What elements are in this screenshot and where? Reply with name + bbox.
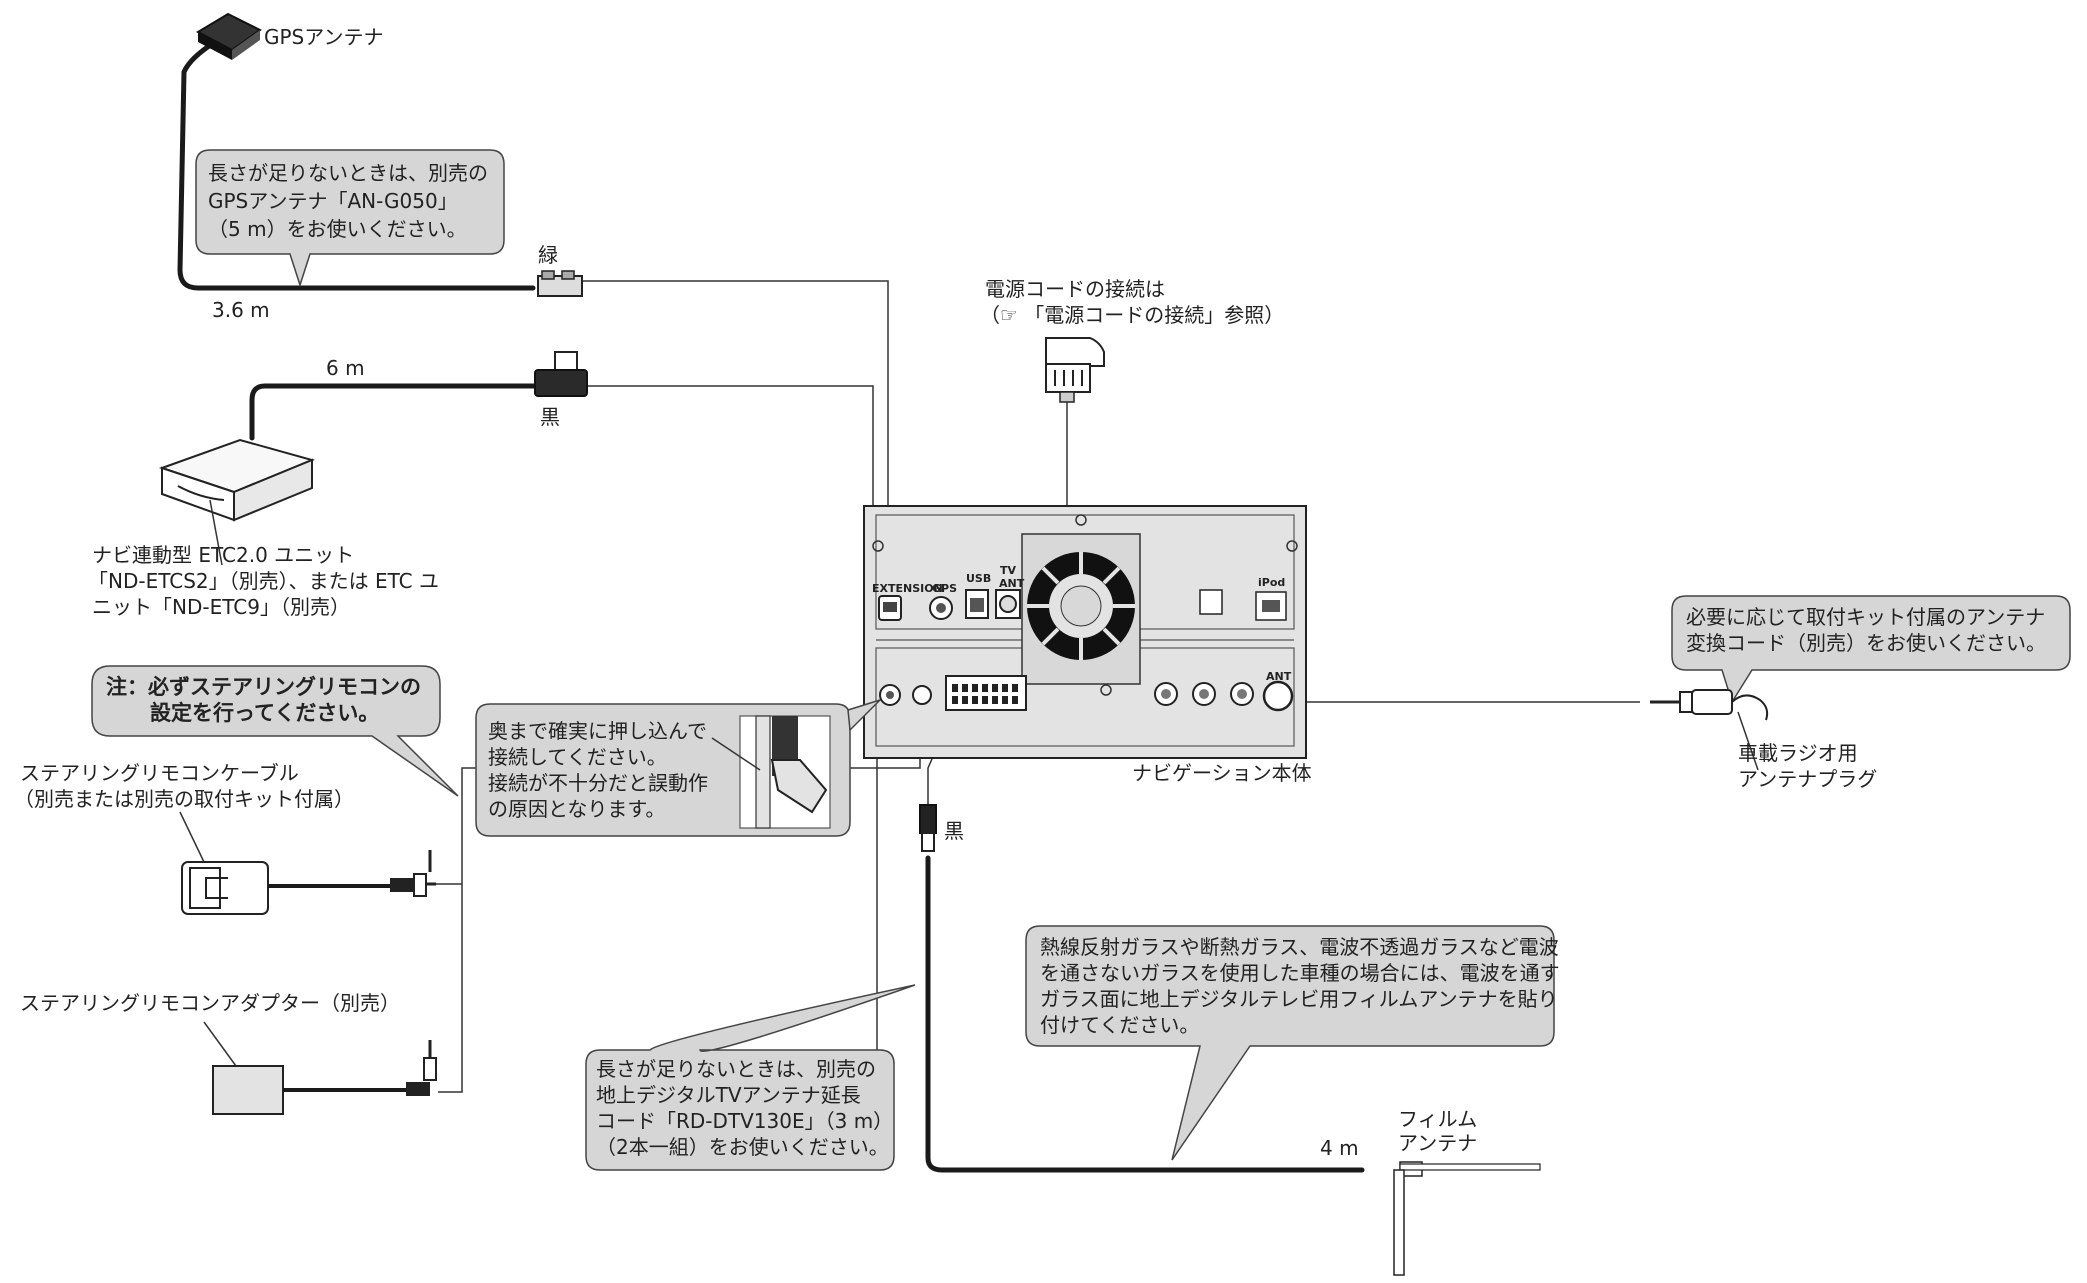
- tv-cable-length: 4 m: [1320, 1136, 1359, 1160]
- etc-connector: 黒: [534, 351, 588, 429]
- gps-note-line-2: GPSアンテナ「AN-G050」: [208, 189, 458, 213]
- gps-cable-length: 3.6 m: [212, 298, 270, 322]
- etc-label-line-2: 「ND-ETCS2」（別売）、または ETC ユ: [88, 569, 439, 593]
- radio-plug-label-line-1: 車載ラジオ用: [1738, 741, 1858, 765]
- tv-connector-color: 黒: [944, 819, 964, 843]
- tv-extension-note-line-1: 長さが足りないときは、別売の: [596, 1057, 876, 1081]
- etc-connector-color: 黒: [540, 405, 560, 429]
- tv-glass-note-callout: 熱線反射ガラスや断熱ガラス、電波不透過ガラスなど電波 を通さないガラスを使用した…: [1025, 925, 1560, 1161]
- power-cord-label: 電源コードの接続は: [985, 277, 1165, 301]
- tv-extension-note-line-2: 地上デジタルTVアンテナ延長: [596, 1083, 861, 1107]
- tv-glass-note-line-3: ガラス面に地上デジタルテレビ用フィルムアンテナを貼り: [1040, 987, 1558, 1011]
- gps-note-callout: 長さが足りないときは、別売の GPSアンテナ「AN-G050」 （5 m）をお使…: [195, 149, 505, 288]
- steering-note-line-2: 設定を行ってください。: [150, 701, 379, 725]
- port-label-gps: GPS: [932, 582, 957, 595]
- steering-cable-device: [181, 850, 436, 915]
- insert-note-line-4: の原因となります。: [488, 797, 665, 821]
- etc-label-line-1: ナビ連動型 ETC2.0 ユニット: [92, 543, 354, 567]
- etc-unit-device: [158, 438, 316, 566]
- power-cord-reference: （☞ 「電源コードの接続」参照）: [980, 303, 1284, 327]
- etc-label-line-3: ニット「ND-ETC9」（別売）: [92, 595, 350, 619]
- steering-cable-label: ステアリングリモコンケーブル: [20, 761, 299, 785]
- insert-note-line-1: 奥まで確実に押し込んで: [488, 719, 707, 743]
- tv-glass-note-line-4: 付けてください。: [1040, 1013, 1199, 1037]
- radio-note-line-1: 必要に応じて取付キット付属のアンテナ: [1686, 605, 2045, 629]
- power-connector: [1045, 337, 1105, 403]
- tv-extension-note-line-3: コード「RD-DTV130E」（3 m）: [596, 1109, 893, 1133]
- tv-glass-note-line-2: を通さないガラスを使用した車種の場合には、電波を通す: [1040, 961, 1560, 985]
- etc-unit-label: ナビ連動型 ETC2.0 ユニット 「ND-ETCS2」（別売）、または ETC…: [88, 543, 439, 619]
- radio-plug-label-line-2: アンテナプラグ: [1738, 767, 1877, 791]
- insert-note-line-2: 接続してください。: [488, 745, 667, 769]
- port-label-ant: ANT: [1266, 670, 1292, 683]
- tv-extension-note-line-4: （2本一組）をお使いください。: [596, 1135, 889, 1159]
- steering-adapter-device: [212, 1040, 437, 1115]
- navigation-unit: EXTENSION GPS USB TV ANT iPod: [863, 505, 1312, 785]
- steering-note-line-1: 注：必ずステアリングリモコンの: [106, 675, 421, 699]
- gps-connector-color: 緑: [538, 243, 558, 267]
- film-antenna-label-line-2: アンテナ: [1398, 1131, 1477, 1155]
- radio-note-line-2: 変換コード（別売）をお使いください。: [1686, 631, 2046, 655]
- navigation-unit-label: ナビゲーション本体: [1132, 761, 1312, 785]
- tv-connector: 黒: [919, 804, 964, 852]
- film-antenna-label-line-1: フィルム: [1398, 1107, 1477, 1131]
- steering-cable-sublabel: （別売または別売の取付キット付属）: [14, 787, 354, 811]
- cables: [177, 39, 1365, 1173]
- tv-extension-note-callout: 長さが足りないときは、別売の 地上デジタルTVアンテナ延長 コード「RD-DTV…: [585, 984, 916, 1171]
- gps-note-line-1: 長さが足りないときは、別売の: [208, 161, 488, 185]
- radio-antenna-plug: [1650, 689, 1769, 771]
- radio-note-callout: 必要に応じて取付キット付属のアンテナ 変換コード（別売）をお使いください。: [1671, 595, 2071, 704]
- tv-glass-note-line-1: 熱線反射ガラスや断熱ガラス、電波不透過ガラスなど電波: [1040, 935, 1559, 959]
- gps-antenna-label: GPSアンテナ: [264, 25, 383, 49]
- gps-antenna: GPSアンテナ: [195, 12, 383, 60]
- gps-note-line-3: （5 m）をお使いください。: [208, 217, 467, 241]
- steering-note-callout: 注：必ずステアリングリモコンの 設定を行ってください。: [91, 665, 459, 797]
- port-label-extension: EXTENSION: [872, 582, 943, 595]
- port-label-usb: USB: [966, 572, 991, 585]
- port-label-tv: TV: [1000, 564, 1017, 577]
- etc-cable-length: 6 m: [326, 356, 365, 380]
- port-label-ant-tv: ANT: [999, 577, 1025, 590]
- insert-note-line-3: 接続が不十分だと誤動作: [488, 771, 708, 795]
- gps-connector: 緑: [537, 243, 583, 297]
- steering-adapter-label: ステアリングリモコンアダプター（別売）: [20, 991, 400, 1015]
- film-antenna: フィルム アンテナ: [1393, 1107, 1541, 1276]
- port-label-ipod: iPod: [1258, 576, 1285, 589]
- insert-note-callout: 奥まで確実に押し込んで 接続してください。 接続が不十分だと誤動作 の原因となり…: [475, 699, 881, 837]
